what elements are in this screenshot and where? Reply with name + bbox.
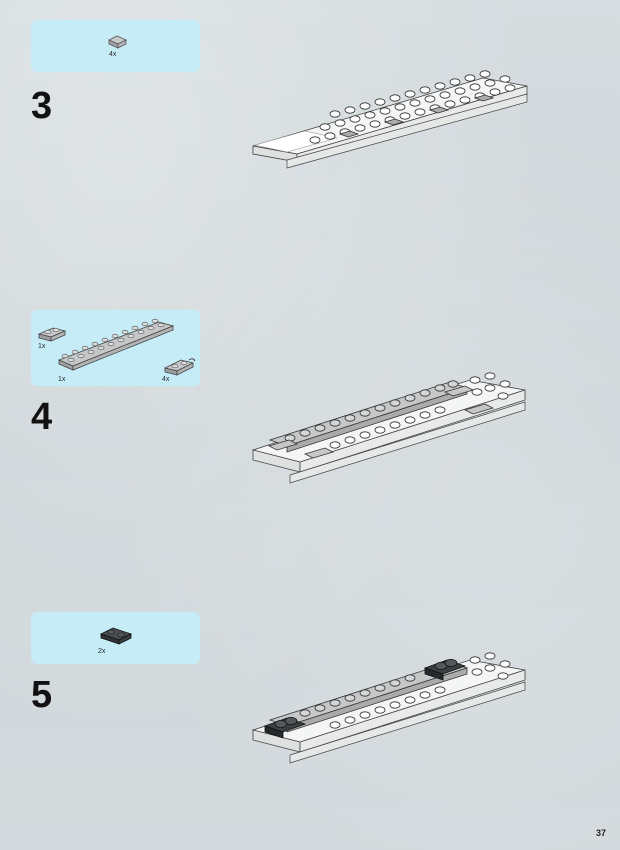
step-4-parts-callout: 1x 1x 4x bbox=[31, 310, 200, 386]
plate-2x2-dark-gray-icon bbox=[99, 627, 133, 645]
step-5-number: 5 bbox=[31, 674, 53, 716]
step-4-part-2-qty: 1x bbox=[58, 376, 66, 383]
plate-1x2-gray-icon bbox=[37, 327, 67, 342]
step-4-model bbox=[251, 372, 526, 484]
step-4-part-3-qty: 4x bbox=[162, 376, 170, 383]
step-5-parts-callout: 2x bbox=[31, 612, 200, 664]
step-3-parts-callout: 4x bbox=[31, 20, 200, 72]
step-3-number: 3 bbox=[31, 85, 53, 127]
step-5-model bbox=[251, 652, 526, 764]
step-4-parts-art bbox=[37, 318, 196, 376]
plate-1x2-clip-gray-icon bbox=[163, 358, 196, 376]
step-4-number: 4 bbox=[31, 396, 53, 438]
step-5-part-qty: 2x bbox=[98, 648, 106, 655]
step-4-part-1-qty: 1x bbox=[38, 343, 46, 350]
step-3-model bbox=[252, 70, 528, 169]
page-number: 37 bbox=[595, 828, 606, 838]
plate-2x10-gray-icon bbox=[57, 318, 175, 371]
tile-1x1-gray-icon bbox=[108, 35, 127, 49]
step-3-part-qty: 4x bbox=[109, 51, 117, 58]
